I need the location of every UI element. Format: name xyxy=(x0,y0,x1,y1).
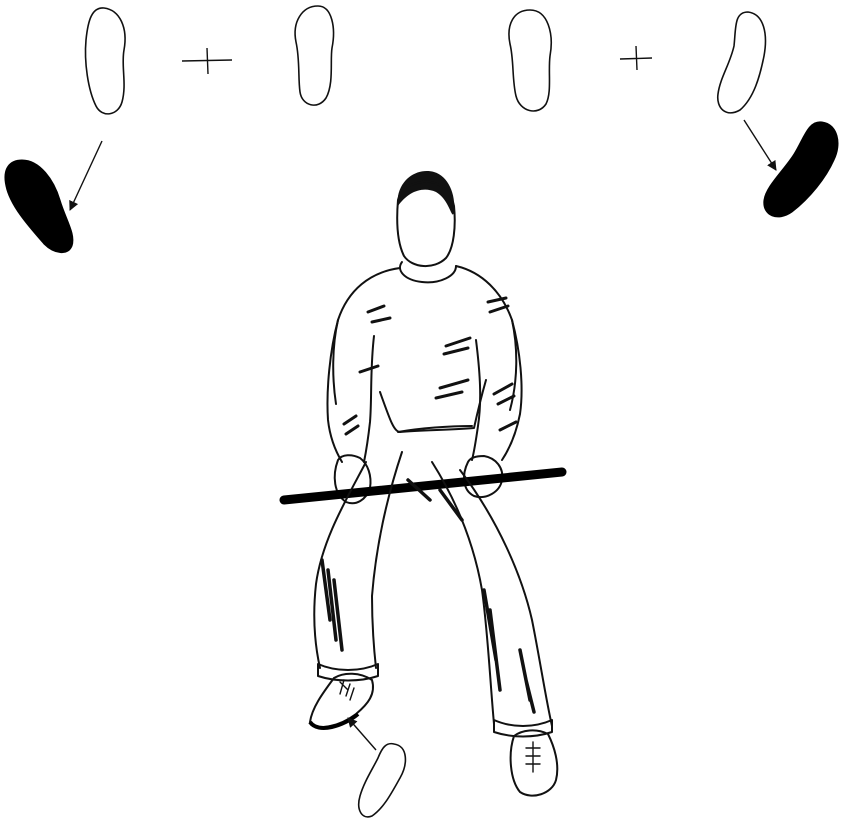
figure xyxy=(284,171,562,796)
figure-torso xyxy=(333,266,516,432)
shoe-left-laces xyxy=(340,680,354,700)
leg-shading xyxy=(322,480,534,712)
shoe-right-laces xyxy=(526,742,540,772)
bottom-footprint-group xyxy=(348,718,405,817)
left-footprint-group xyxy=(5,6,334,253)
figure-leg-left xyxy=(314,452,402,668)
left-plus-symbol xyxy=(182,48,232,74)
shoe-left xyxy=(310,674,373,727)
right-plus-symbol xyxy=(620,46,652,70)
bottom-footprint xyxy=(359,744,406,817)
pant-cuff-right xyxy=(494,720,552,737)
shoe-right xyxy=(511,730,558,795)
left-arrow xyxy=(70,141,102,210)
right-footprint-1 xyxy=(509,10,551,111)
figure-hair xyxy=(398,171,454,215)
left-footprint-2 xyxy=(295,6,333,105)
right-footprint-2 xyxy=(718,12,766,113)
left-footprint-1 xyxy=(85,8,125,114)
right-footprint-group xyxy=(509,10,838,217)
right-arrow xyxy=(744,120,776,170)
left-footprint-solid xyxy=(5,160,73,253)
bottom-arrow xyxy=(348,718,376,750)
